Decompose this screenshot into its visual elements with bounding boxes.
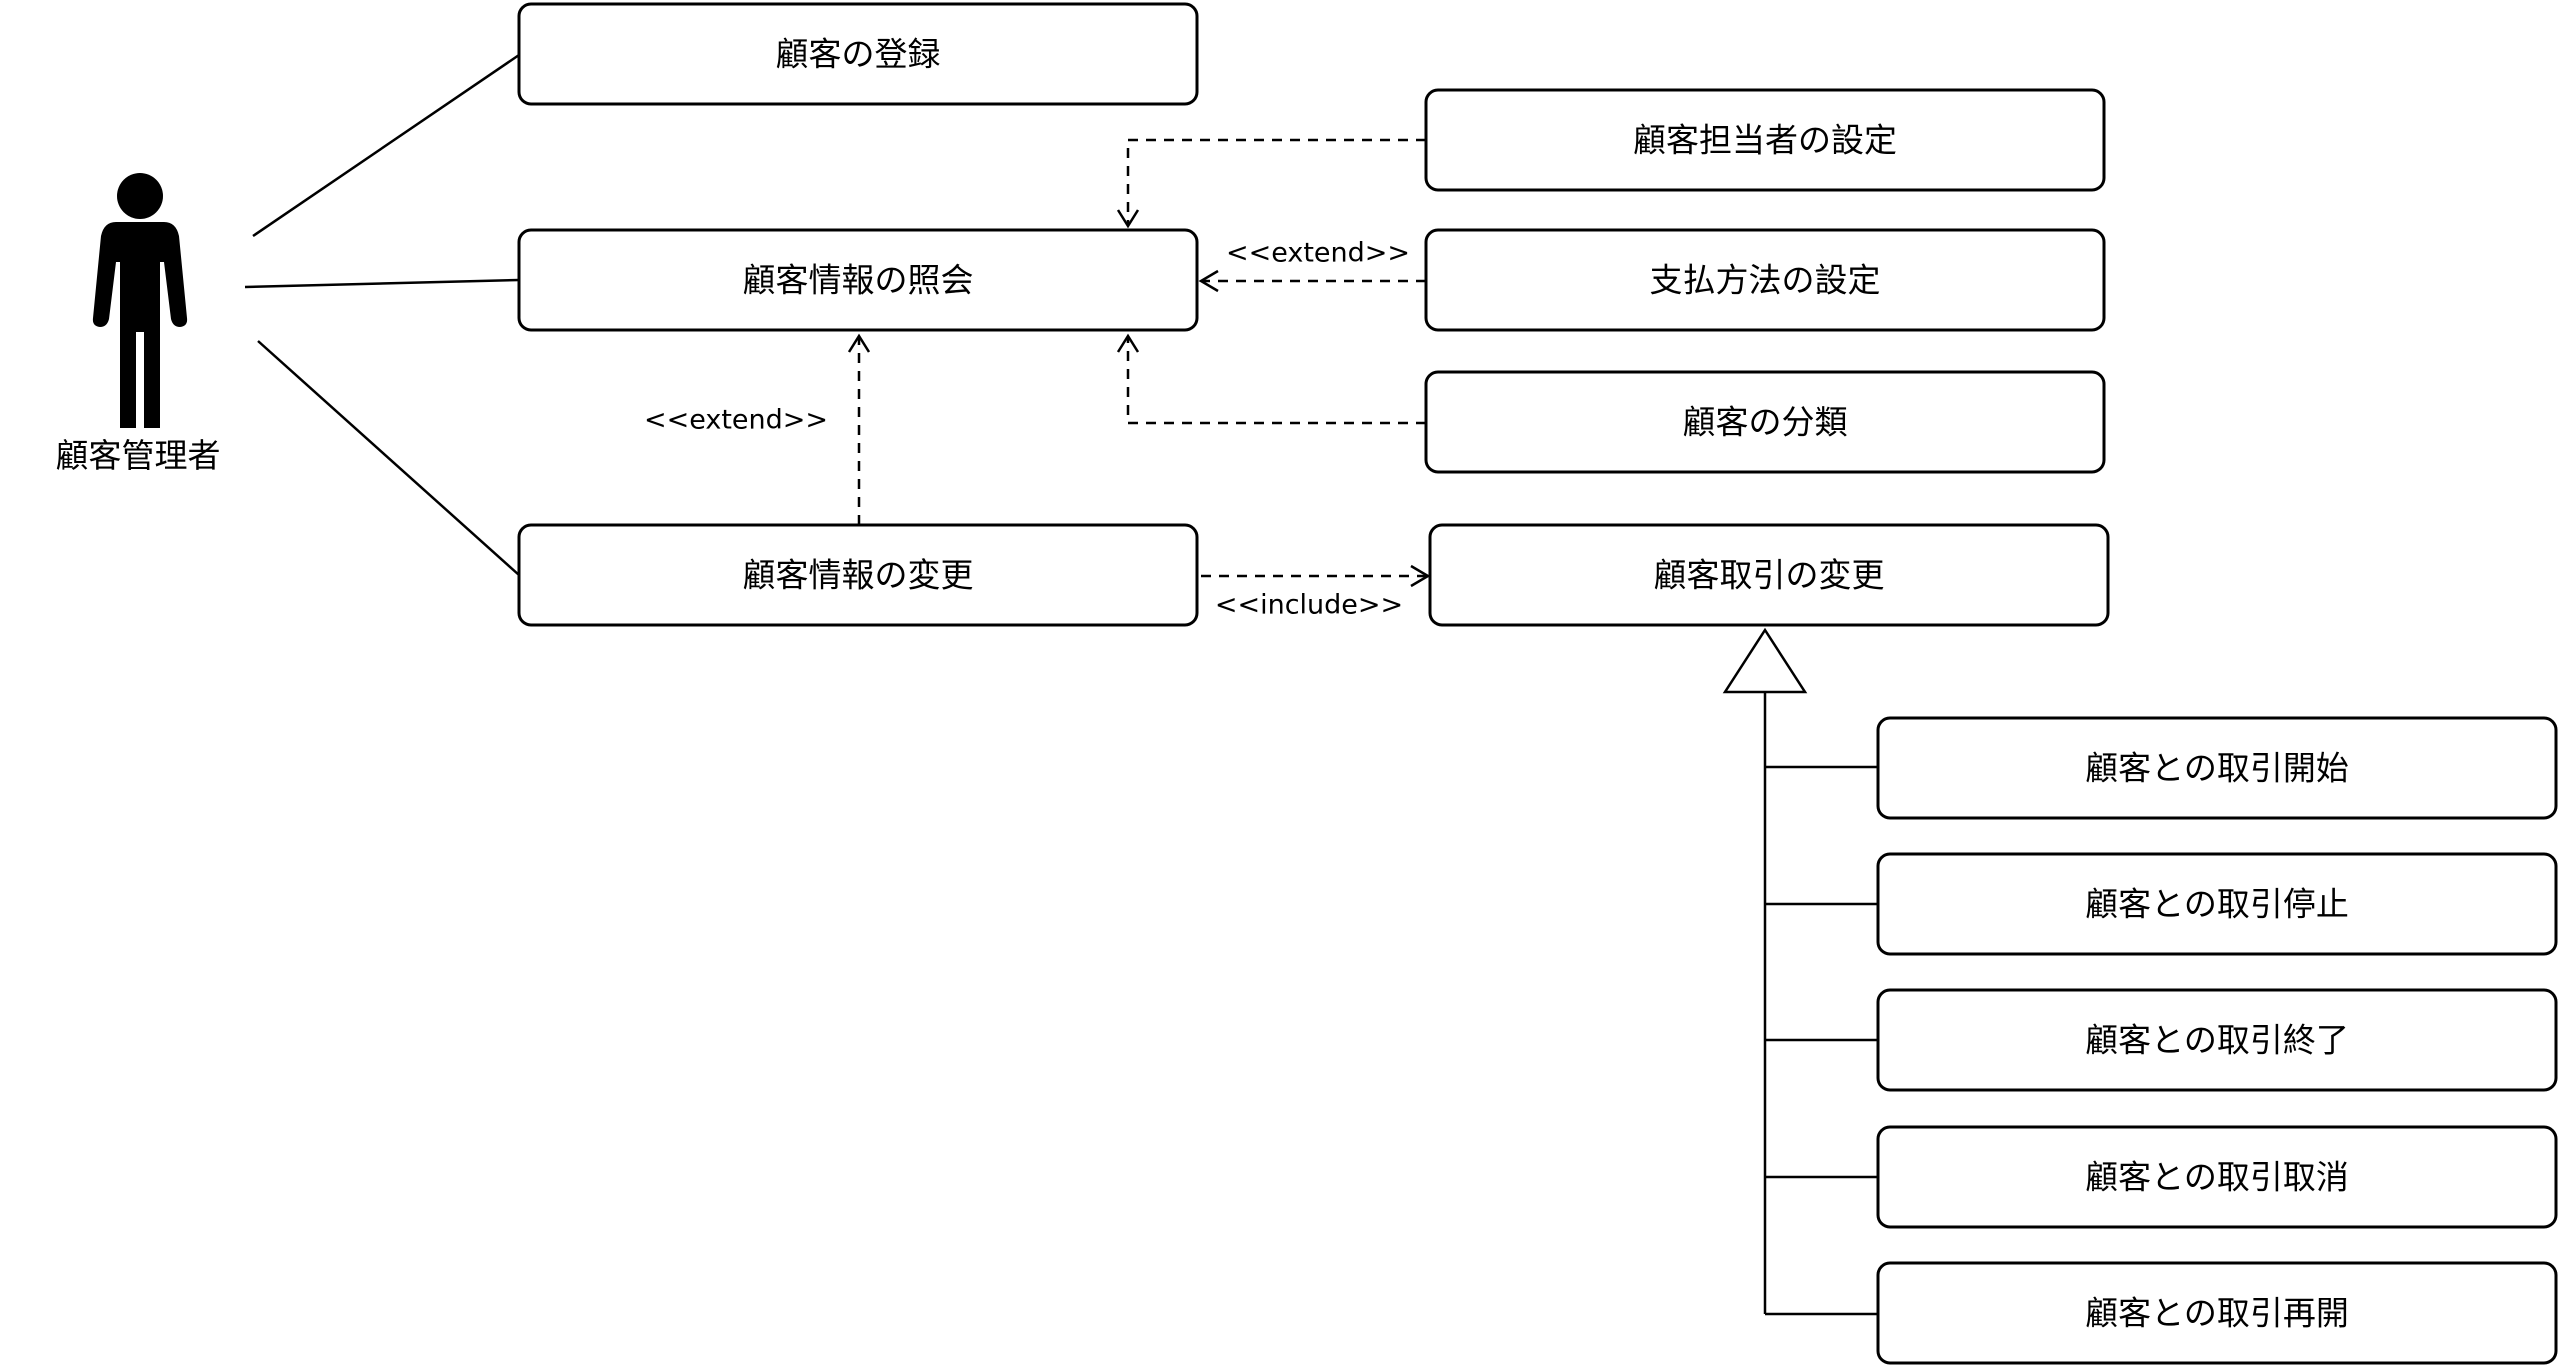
- association-register: [252, 53, 520, 238]
- use-case-change-transaction-label: 顧客取引の変更: [1654, 556, 1885, 595]
- include-change-connector: [1201, 564, 1431, 588]
- use-case-register-label: 顧客の登録: [776, 35, 941, 74]
- generalization-arrowhead: [1722, 627, 1808, 694]
- use-case-change-transaction[interactable]: 顧客取引の変更: [1428, 523, 2110, 627]
- association-inquiry: [244, 278, 520, 289]
- use-case-modify-label: 顧客情報の変更: [743, 556, 974, 595]
- use-case-register[interactable]: 顧客の登録: [517, 2, 1199, 106]
- use-case-end-transaction[interactable]: 顧客との取引終了: [1876, 988, 2558, 1092]
- extend-modify-connector: [847, 333, 871, 525]
- use-case-stop-transaction-label: 顧客との取引停止: [2085, 885, 2349, 924]
- use-case-resume-transaction[interactable]: 顧客との取引再開: [1876, 1261, 2558, 1365]
- association-modify: [257, 340, 520, 576]
- extend-payment-label: <<extend>>: [1226, 238, 1410, 269]
- use-case-payment-method-label: 支払方法の設定: [1650, 261, 1881, 300]
- use-case-assign-rep-label: 顧客担当者の設定: [1633, 121, 1897, 160]
- use-case-end-transaction-label: 顧客との取引終了: [2085, 1021, 2349, 1060]
- use-case-resume-transaction-label: 顧客との取引再開: [2085, 1294, 2349, 1333]
- use-case-stop-transaction[interactable]: 顧客との取引停止: [1876, 852, 2558, 956]
- include-change-label: <<include>>: [1215, 590, 1403, 621]
- person-icon: [84, 173, 188, 428]
- use-case-inquiry-label: 顧客情報の照会: [743, 261, 974, 300]
- extend-classify-connector: [1116, 333, 1426, 425]
- use-case-modify[interactable]: 顧客情報の変更: [517, 523, 1199, 627]
- use-case-payment-method[interactable]: 支払方法の設定: [1424, 228, 2106, 332]
- use-case-classify[interactable]: 顧客の分類: [1424, 370, 2106, 474]
- use-case-assign-rep[interactable]: 顧客担当者の設定: [1424, 88, 2106, 192]
- use-case-start-transaction-label: 顧客との取引開始: [2085, 749, 2349, 788]
- extend-assign-rep-connector: [1116, 138, 1426, 229]
- use-case-inquiry[interactable]: 顧客情報の照会: [517, 228, 1199, 332]
- extend-payment-connector: [1198, 269, 1426, 293]
- use-case-classify-label: 顧客の分類: [1683, 403, 1848, 442]
- use-case-cancel-transaction-label: 顧客との取引取消: [2085, 1158, 2349, 1197]
- use-case-start-transaction[interactable]: 顧客との取引開始: [1876, 716, 2558, 820]
- extend-modify-label: <<extend>>: [644, 405, 828, 436]
- generalization-tree: [1722, 627, 1878, 1316]
- actor-figure: 顧客管理者: [56, 173, 221, 475]
- use-case-cancel-transaction[interactable]: 顧客との取引取消: [1876, 1125, 2558, 1229]
- actor-label: 顧客管理者: [56, 436, 221, 475]
